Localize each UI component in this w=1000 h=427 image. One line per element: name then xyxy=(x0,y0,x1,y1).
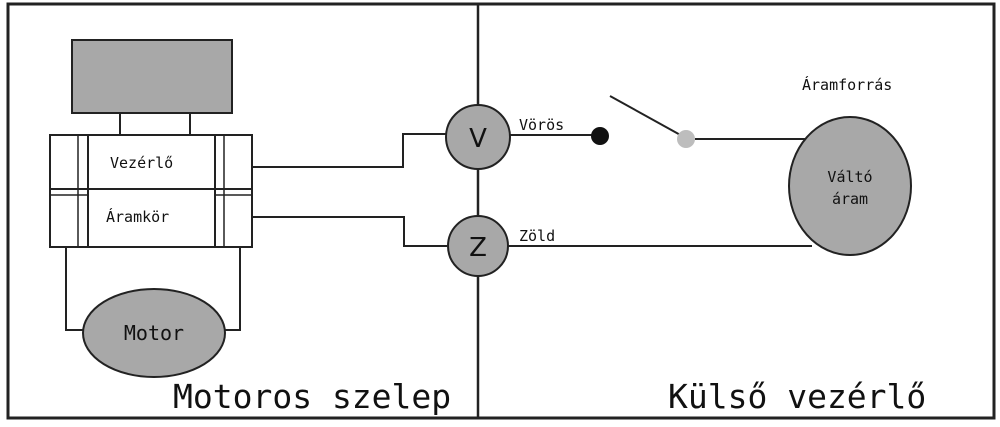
terminal-v-symbol: V xyxy=(469,124,487,154)
ac-source-label-2: áram xyxy=(832,190,868,208)
switch-contact-dark xyxy=(591,127,609,145)
terminal-z-symbol: Z xyxy=(469,233,487,263)
terminal-v xyxy=(445,104,511,170)
motor-wire-right xyxy=(222,247,241,331)
ac-source xyxy=(788,116,912,256)
power-heading: Áramforrás xyxy=(802,75,892,94)
outer-frame xyxy=(6,2,996,420)
motor-label: Motor xyxy=(124,321,184,345)
actuator-neck xyxy=(119,112,191,136)
red-wire-label: Vörös xyxy=(519,116,564,134)
right-panel-title: Külső vezérlő xyxy=(668,377,926,416)
controller-body xyxy=(49,134,253,248)
wire-to-z xyxy=(252,216,447,247)
actuator-block xyxy=(71,39,233,114)
motor-ellipse xyxy=(82,288,226,378)
circuit-label: Áramkör xyxy=(106,207,169,226)
switch-arm xyxy=(609,95,685,138)
motor-wire-left xyxy=(65,247,88,331)
controller-label: Vezérlő xyxy=(110,154,173,172)
left-panel-title: Motoros szelep xyxy=(173,377,451,416)
green-wire-label: Zöld xyxy=(519,227,555,245)
switch-contact-light xyxy=(677,130,695,148)
wire-to-v xyxy=(252,133,447,168)
ac-source-label-1: Váltó xyxy=(827,168,872,186)
